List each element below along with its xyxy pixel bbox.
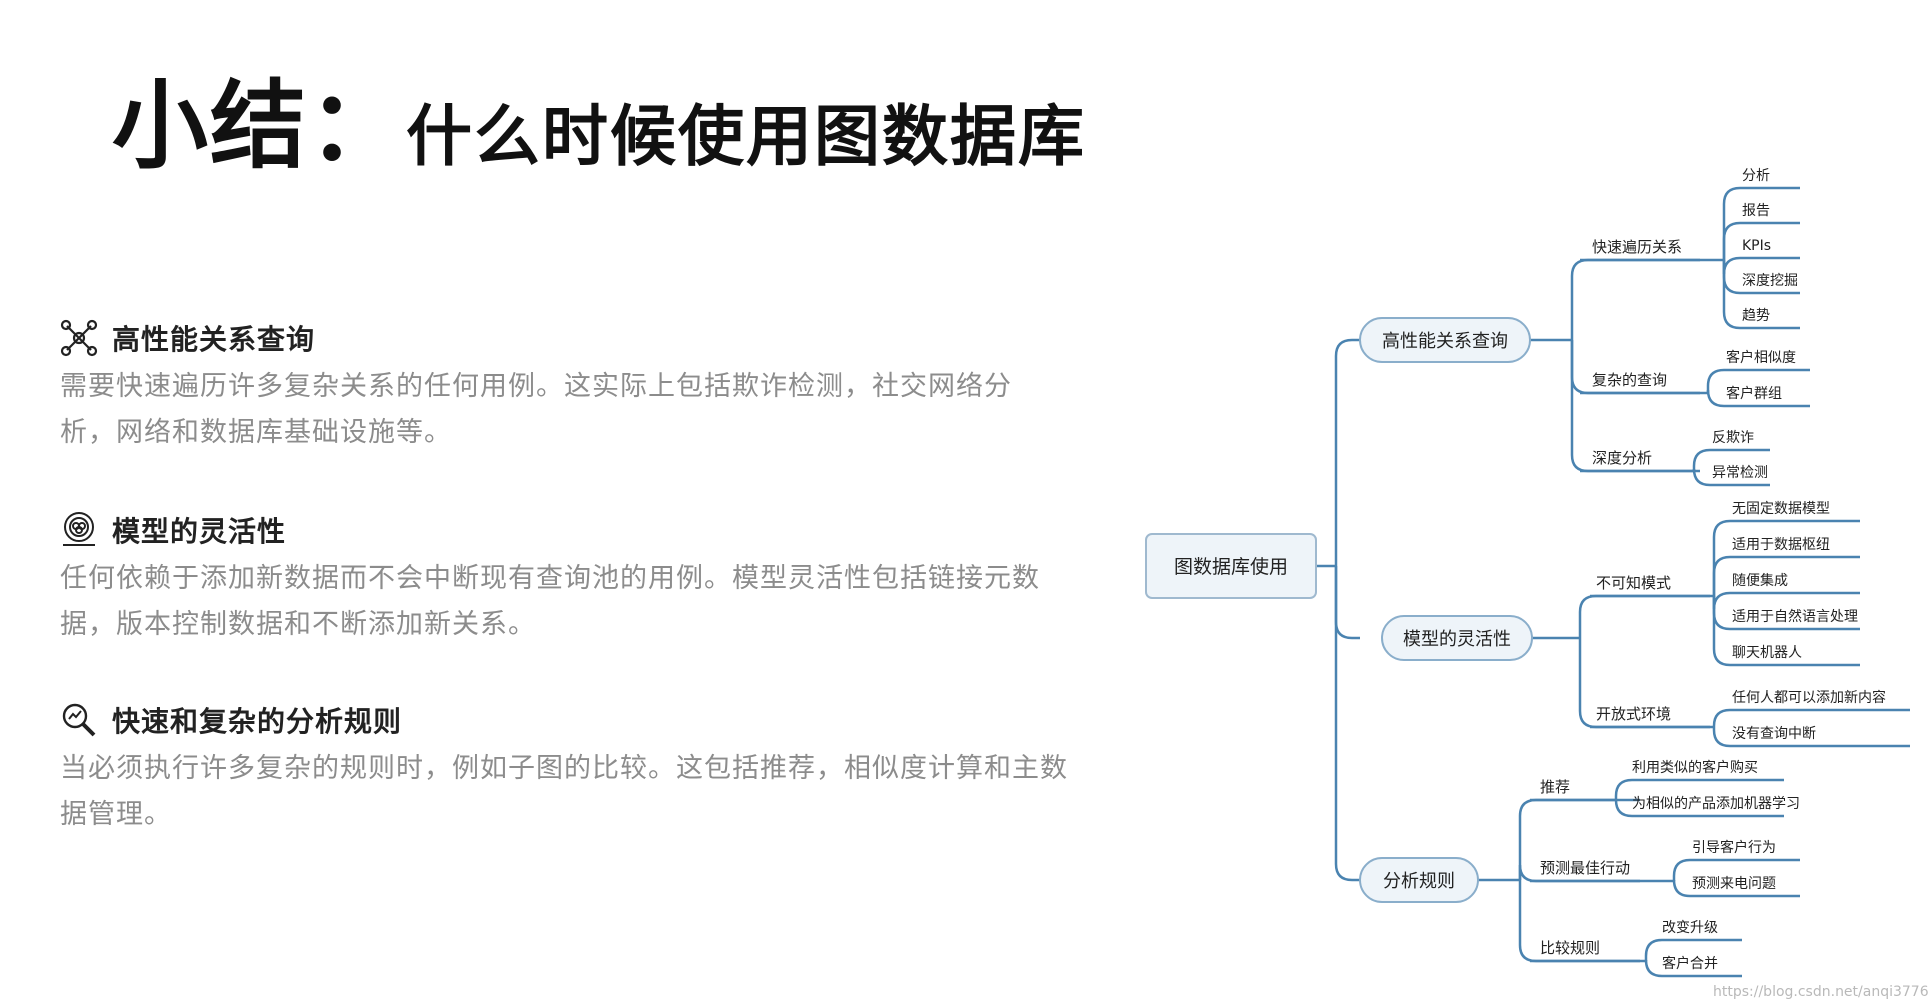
leaf-label: 深度挖掘 <box>1742 273 1798 289</box>
body-line: 据管理。 <box>60 799 172 830</box>
page-title: 小结：什么时候使用图数据库 <box>112 48 1086 187</box>
section-body: 任何依赖于添加新数据而不会中断现有查询池的用例。模型灵活性包括链接元数 据，版本… <box>60 556 1080 648</box>
connector-line <box>1334 338 1360 566</box>
branch-node: 高性能关系查询 <box>1359 317 1531 363</box>
leaf-label: 引导客户行为 <box>1692 839 1776 856</box>
branch-pill <box>1359 857 1479 903</box>
connector-line <box>1570 258 1700 340</box>
section-body: 需要快速遍历许多复杂关系的任何用例。这实际上包括欺诈检测，社交网络分 析，网络和… <box>60 364 1080 456</box>
connector-line <box>1712 591 1860 610</box>
connector-line <box>1614 778 1784 800</box>
title-sub: 什么时候使用图数据库 <box>406 98 1086 175</box>
body-line: 需要快速遍历许多复杂关系的任何用例。这实际上包括欺诈检测，社交网络分 <box>60 371 1012 402</box>
section-heading: 模型的灵活性 <box>112 515 287 548</box>
mind-map-links <box>1316 186 1910 978</box>
leaf-label: 任何人都可以添加新内容 <box>1732 689 1886 706</box>
connector-line <box>1644 959 1742 978</box>
connector-line <box>1692 468 1770 487</box>
body-line: 据，版本控制数据和不断添加新关系。 <box>60 609 536 640</box>
connector-line <box>1712 519 1860 596</box>
group-label: 不可知模式 <box>1596 574 1671 592</box>
section-head: 高性能关系查询 <box>60 318 1080 358</box>
connector-line <box>1712 727 1910 748</box>
connector-line <box>1706 368 1810 393</box>
leaf-label: 改变升级 <box>1662 920 1718 936</box>
leaf-label: 适用于自然语言处理 <box>1732 608 1858 625</box>
leaf-label: 为相似的产品添加机器学习 <box>1632 796 1800 812</box>
branch-node: 分析规则 <box>1359 857 1479 903</box>
group-label: 推荐 <box>1540 778 1570 796</box>
body-line: 当必须执行许多复杂的规则时，例如子图的比较。这包括推荐，相似度计算和主数 <box>60 753 1068 784</box>
leaf-label: 没有查询中断 <box>1732 726 1816 742</box>
connector-line <box>1722 260 1800 330</box>
leaf-label: 异常检测 <box>1712 465 1768 481</box>
branch-pill <box>1359 317 1531 363</box>
group-label: 复杂的查询 <box>1592 371 1667 389</box>
body-line: 析，网络和数据库基础设施等。 <box>60 417 452 448</box>
network-graph-icon <box>60 319 98 357</box>
root-label: 图数据库使用 <box>1174 556 1288 578</box>
leaf-label: 分析 <box>1742 168 1770 184</box>
branch-label: 分析规则 <box>1383 871 1455 892</box>
connector-line <box>1614 799 1784 818</box>
group-label: 比较规则 <box>1540 939 1600 957</box>
connector-line <box>1672 858 1800 881</box>
leaf-label: 聊天机器人 <box>1732 645 1802 661</box>
connector-line <box>1578 594 1710 638</box>
connector-line <box>1722 221 1800 260</box>
mind-map-root: 图数据库使用 <box>1145 533 1317 599</box>
section-heading: 快速和复杂的分析规则 <box>112 705 403 738</box>
connector-line <box>1644 938 1742 961</box>
leaf-label: 客户相似度 <box>1726 349 1796 366</box>
connector-line <box>1334 566 1360 640</box>
leaf-label: 客户合并 <box>1662 955 1718 972</box>
leaf-label: 报告 <box>1742 203 1770 219</box>
model-target-icon <box>63 512 95 546</box>
branch-node: 模型的灵活性 <box>1381 615 1533 661</box>
connector-line <box>1722 256 1800 275</box>
branch-label: 高性能关系查询 <box>1382 331 1508 352</box>
group-label: 深度分析 <box>1592 449 1652 467</box>
branch-label: 模型的灵活性 <box>1403 629 1511 650</box>
leaf-label: 反欺诈 <box>1712 430 1754 446</box>
connector-line <box>1706 389 1810 408</box>
connector-line <box>1672 879 1800 898</box>
analysis-search-icon <box>62 703 96 737</box>
group-label: 开放式环境 <box>1596 705 1671 723</box>
connector-line <box>1712 596 1860 667</box>
connector-line <box>1712 708 1910 727</box>
leaf-label: 客户群组 <box>1726 385 1782 402</box>
branch-pill <box>1381 615 1533 661</box>
leaf-label: 无固定数据模型 <box>1732 501 1830 517</box>
section-high-performance-query: 高性能关系查询 需要快速遍历许多复杂关系的任何用例。这实际上包括欺诈检测，社交网… <box>60 318 1080 456</box>
root-box <box>1145 533 1317 599</box>
section-head: 快速和复杂的分析规则 <box>60 700 1080 740</box>
section-body: 当必须执行许多复杂的规则时，例如子图的比较。这包括推荐，相似度计算和主数 据管理… <box>60 746 1080 838</box>
title-main: 小结： <box>112 70 406 182</box>
connector-line <box>1712 555 1860 596</box>
body-line: 任何依赖于添加新数据而不会中断现有查询池的用例。模型灵活性包括链接元数 <box>60 563 1040 594</box>
leaf-label: 预测来电问题 <box>1692 876 1776 892</box>
leaf-label: 适用于数据枢纽 <box>1732 537 1830 553</box>
section-model-flexibility: 模型的灵活性 任何依赖于添加新数据而不会中断现有查询池的用例。模型灵活性包括链接… <box>60 510 1080 648</box>
section-analysis-rules: 快速和复杂的分析规则 当必须执行许多复杂的规则时，例如子图的比较。这包括推荐，相… <box>60 700 1080 838</box>
group-label: 预测最佳行动 <box>1540 859 1630 877</box>
section-heading: 高性能关系查询 <box>112 323 316 356</box>
leaf-label: 利用类似的客户购买 <box>1632 759 1758 776</box>
leaf-label: KPIs <box>1742 238 1771 254</box>
connector-line <box>1722 186 1800 260</box>
section-head: 模型的灵活性 <box>60 510 1080 550</box>
leaf-label: 随便集成 <box>1732 572 1788 589</box>
leaf-label: 趋势 <box>1742 308 1770 324</box>
connector-line <box>1334 566 1360 882</box>
group-label: 快速遍历关系 <box>1592 238 1682 256</box>
watermark: https://blog.csdn.net/anqi3776 <box>1713 984 1929 1000</box>
connector-line <box>1692 448 1770 471</box>
